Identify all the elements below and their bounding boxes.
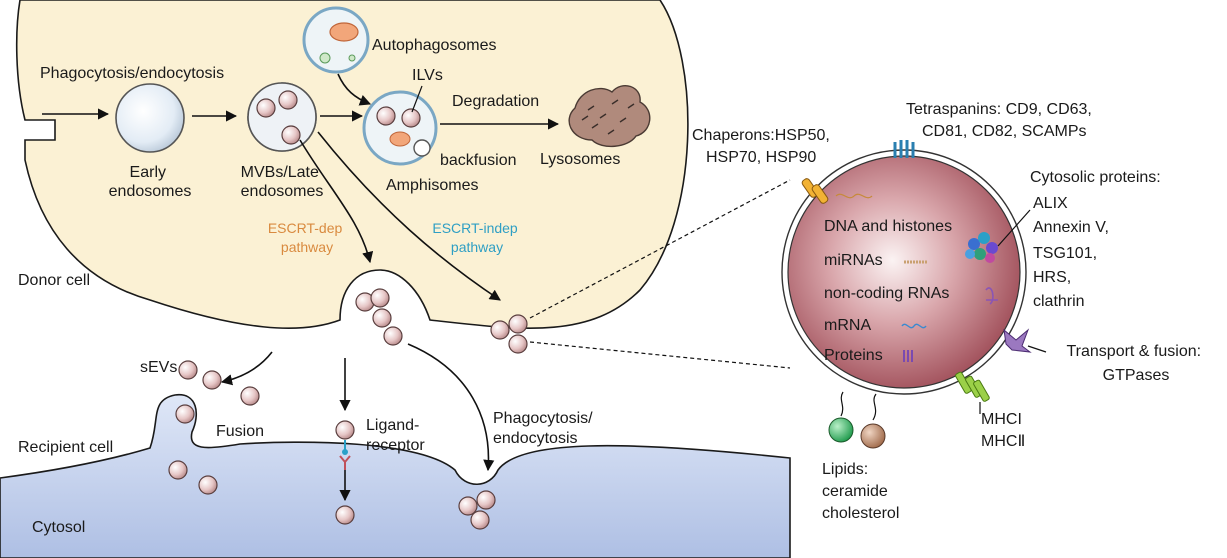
mhc-label: MHCI MHCⅡ — [981, 411, 1026, 450]
phago-vesicles — [458, 490, 496, 530]
lysosome — [568, 84, 651, 147]
cytosol-label: Cytosol — [32, 519, 85, 536]
amphisome-label: Amphisomes — [386, 177, 478, 194]
released-vesicles-indep — [490, 314, 528, 354]
donor-cell-label: Donor cell — [18, 272, 90, 289]
recipient-cell — [0, 394, 791, 558]
cytosolic-protein-cluster — [965, 232, 998, 263]
recipient-cell-label: Recipient cell — [18, 439, 113, 456]
lipid-cholesterol — [860, 393, 886, 449]
ncrna-icon — [985, 287, 998, 305]
cargo-mirnas: miRNAs — [824, 252, 883, 269]
ilvs-pointer — [411, 85, 423, 113]
cargo-mrna: mRNA — [824, 317, 871, 334]
mhc-protein — [955, 371, 990, 402]
gtpase-protein — [1003, 328, 1032, 353]
fusion-label: Fusion — [216, 423, 264, 440]
mvb — [247, 82, 317, 152]
lipid-ceramide — [828, 391, 854, 443]
fusion-vesicles — [168, 360, 260, 495]
phago-label: Phagocytosis/ endocytosis — [493, 410, 597, 447]
cytosolic-label: Cytosolic proteins: ALIX Annexin V, TSG1… — [1030, 169, 1165, 310]
degradation-label: Degradation — [452, 93, 539, 110]
escrt-dep-label: ESCRT-dep pathway — [268, 220, 346, 255]
dna-icon — [835, 193, 873, 199]
autophagosome — [302, 6, 370, 74]
ligand-receptor-label: Ligand- receptor — [366, 417, 425, 454]
zoom-line-bottom — [529, 341, 791, 369]
lipids-label: Lipids: ceramide cholesterol — [822, 461, 899, 522]
amphisome — [362, 90, 438, 166]
tetraspanins-label: Tetraspanins: CD9, CD63, CD81, CD82, SCA… — [906, 101, 1096, 140]
budding-vesicles — [355, 288, 403, 346]
escrt-dep-arrow — [299, 139, 374, 264]
early-endosome-label: Early endosomes — [109, 164, 192, 200]
cargo-proteins: Proteins — [824, 347, 883, 364]
cargo-noncoding: non-coding RNAs — [824, 285, 949, 302]
transport-label: Transport & fusion: GTPases — [1066, 343, 1205, 384]
autophagosome-label: Autophagosomes — [372, 37, 497, 54]
early-endosome — [115, 83, 185, 153]
mvb-label: MVBs/Late endosomes — [241, 164, 324, 200]
cargo-dna: DNA and histones — [824, 218, 952, 235]
exosome — [781, 149, 1027, 395]
zoom-line-top — [529, 179, 791, 319]
ilvs-label: ILVs — [412, 67, 443, 84]
protein-icon — [903, 350, 913, 362]
sevs-label: sEVs — [140, 359, 177, 376]
chaperons-label: Chaperons:HSP50, HSP70, HSP90 — [692, 127, 834, 166]
cytosolic-pointer — [997, 209, 1031, 247]
uptake-label: Phagocytosis/endocytosis — [40, 65, 224, 82]
autophagosome-arrow — [337, 73, 372, 106]
donor-cell — [15, 0, 689, 329]
escrt-indep-arrow — [317, 131, 501, 301]
ligand-receptor — [335, 420, 355, 525]
tetraspanin-protein — [893, 140, 915, 158]
backfusion-label: backfusion — [440, 152, 517, 169]
phago-arrow — [407, 343, 495, 472]
sev-arrow — [220, 351, 273, 386]
mrna-icon — [901, 323, 927, 329]
lysosome-label: Lysosomes — [540, 151, 620, 168]
chaperon-protein — [801, 178, 829, 204]
transport-pointer — [1027, 345, 1047, 353]
escrt-indep-label: ESCRT-indep pathway — [432, 220, 521, 255]
